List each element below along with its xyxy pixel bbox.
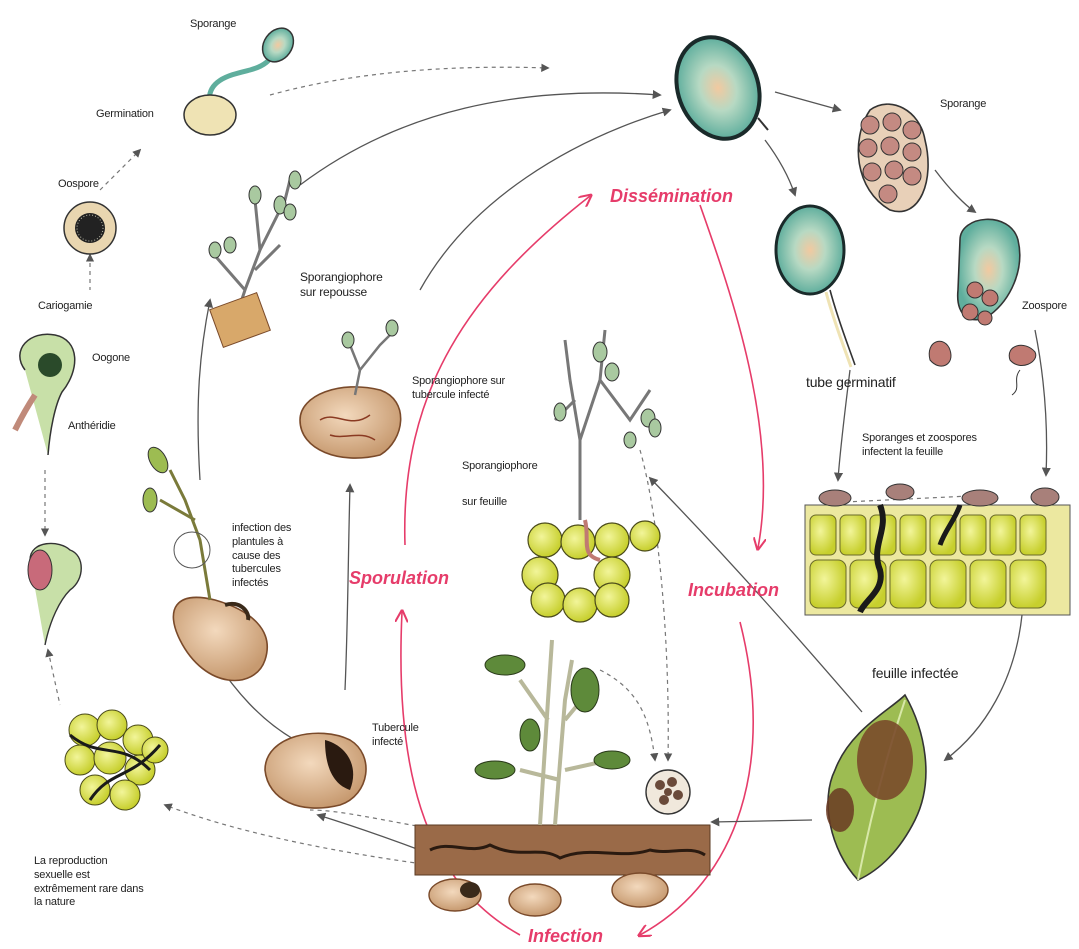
sporange-germ-tube-illustration [776, 206, 855, 367]
label-sporangiophore-feuille-2: sur feuille [462, 496, 507, 510]
stage-label-incubation: Incubation [688, 580, 779, 600]
stage-label-dissemination: Dissémination [610, 186, 733, 206]
sporangiophore-on-tuber-illustration [300, 320, 401, 458]
arrow-dissemination-to-incubation [700, 205, 763, 548]
label-sporangiophore-repousse: Sporangiophore sur repousse [300, 270, 400, 300]
central-cycle-arrows [401, 196, 764, 935]
arrow-sporulation-to-dissemination [405, 196, 590, 545]
label-tubercule-infecte: Tubercule infecté [372, 722, 442, 750]
large-sporange-illustration [663, 25, 774, 150]
label-sporange-right: Sporange [940, 98, 986, 112]
label-oogone: Oogone [92, 352, 130, 366]
label-sporanges-zoospores: Sporanges et zoospores infectent la feui… [862, 432, 1012, 460]
infected-leaf-tissue-illustration [805, 484, 1070, 615]
potato-plant-soil-illustration [415, 640, 710, 916]
sporange-releasing-zoospores-illustration [929, 219, 1036, 395]
label-feuille-infectee: feuille infectée [872, 665, 958, 683]
mycelium-yellow-cells-illustration [65, 710, 168, 810]
infected-tuber-illustration [265, 733, 366, 808]
sporangiophore-on-regrowth-illustration [209, 171, 301, 347]
label-infection-plantules: infection des plantules à cause des tube… [232, 522, 314, 591]
oogone-antheridie-illustration [15, 334, 75, 455]
label-oospore: Oospore [58, 178, 99, 192]
label-sporangiophore-feuille-1: Sporangiophore [462, 460, 537, 474]
label-reproduction-sexuelle: La reproduction sexuelle est extrêmement… [34, 855, 144, 910]
label-antheridie: Anthéridie [68, 420, 116, 434]
label-zoospore: Zoospore [1022, 300, 1067, 314]
label-sporange-top: Sporange [190, 18, 236, 32]
label-tube-germinatif: tube germinatif [806, 374, 896, 392]
oospore-germinating-illustration [28, 543, 81, 645]
sporange-with-zoospores-illustration [858, 104, 928, 211]
oospore-illustration [64, 202, 116, 254]
sporange-germination-illustration [184, 22, 300, 135]
stage-label-sporulation: Sporulation [349, 568, 449, 588]
sporangiophore-on-leaf-illustration [522, 330, 661, 622]
infected-leaf-illustration [826, 695, 926, 880]
label-germination: Germination [96, 108, 154, 122]
label-sporangiophore-tubercule: Sporangiophore sur tubercule infecté [412, 375, 527, 403]
stage-label-infection: Infection [528, 926, 603, 946]
label-caryogamie: Cariogamie [38, 300, 92, 314]
